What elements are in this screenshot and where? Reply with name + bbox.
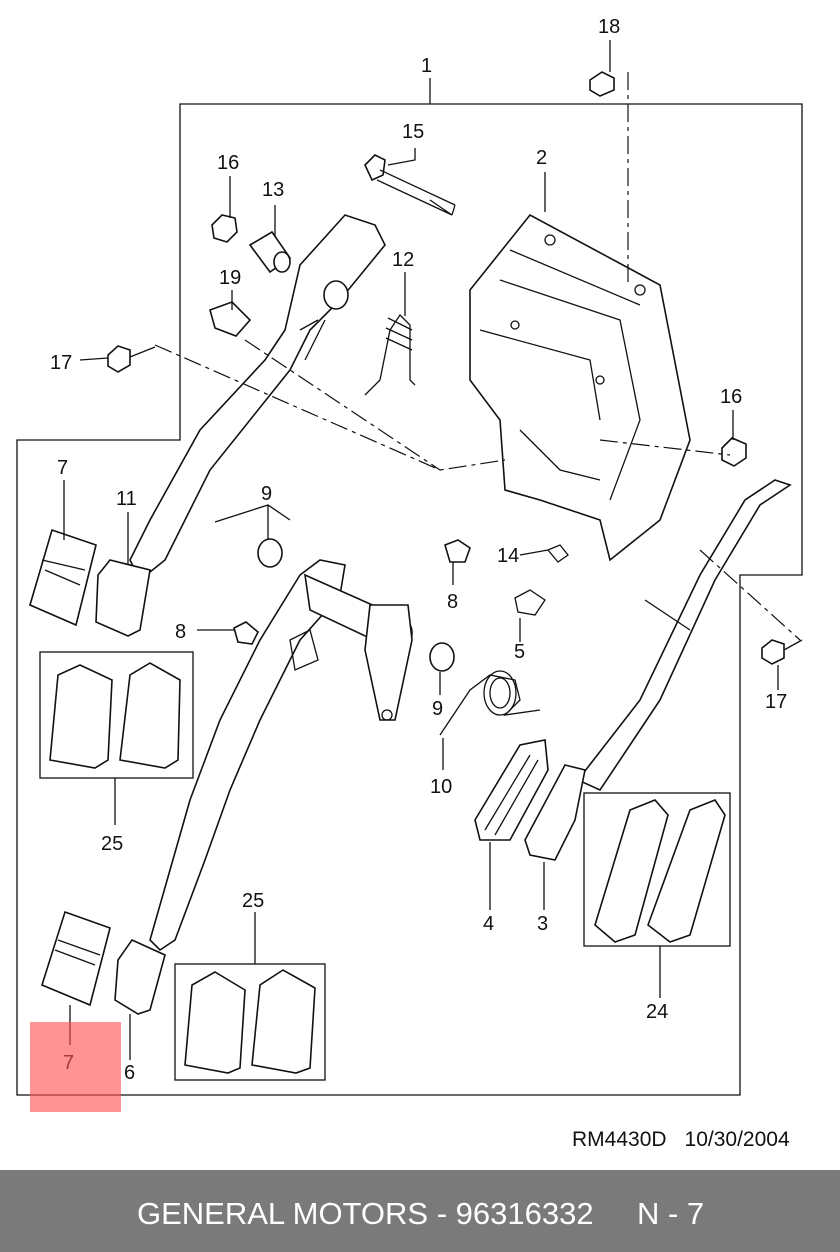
callout-7-upper: 7 xyxy=(57,457,68,479)
callout-17-right: 17 xyxy=(765,691,787,713)
drawing-date: 10/30/2004 xyxy=(684,1128,790,1151)
pad-set-24-frame xyxy=(583,792,731,947)
callout-5: 5 xyxy=(514,641,525,663)
callout-8-lower: 8 xyxy=(175,621,186,643)
drawing-reference: RM4430D 10/30/2004 xyxy=(572,1128,790,1152)
pad-set-24 xyxy=(594,799,726,943)
callout-24: 24 xyxy=(646,1001,668,1023)
callout-11: 11 xyxy=(116,488,137,510)
part-7-highlight xyxy=(30,1022,121,1112)
callout-10: 10 xyxy=(430,776,452,798)
callout-17-left: 17 xyxy=(50,352,72,374)
pedal-pad-7-lower xyxy=(41,910,111,1007)
brake-pedal xyxy=(114,559,413,1015)
small-parts xyxy=(107,71,803,736)
callout-2: 2 xyxy=(536,147,547,169)
drawing-code: RM4430D xyxy=(572,1128,667,1151)
assembly-line-c xyxy=(699,549,801,641)
callout-25-lower: 25 xyxy=(242,890,264,912)
callout-13: 13 xyxy=(262,179,284,201)
callout-6: 6 xyxy=(124,1062,135,1084)
leader-lines xyxy=(63,40,779,1060)
pad-set-25-lower-frame xyxy=(174,963,326,1081)
callout-1: 1 xyxy=(421,55,432,77)
callout-9-lower: 9 xyxy=(432,698,443,720)
pedal-bracket xyxy=(469,213,691,562)
callout-9-upper: 9 xyxy=(261,483,272,505)
pedal-assembly-diagram: 1 2 3 4 5 6 7 7 8 8 9 9 10 11 12 13 14 1… xyxy=(16,16,803,1096)
pedal-pad-7-upper xyxy=(29,528,97,627)
bolt-15 xyxy=(364,154,456,216)
callout-12: 12 xyxy=(392,249,414,271)
callout-labels: 1 2 3 4 5 6 7 7 8 8 9 9 10 11 12 13 14 1… xyxy=(50,16,787,1084)
clutch-pedal xyxy=(95,214,386,637)
accelerator-pedal xyxy=(474,479,792,861)
footer-part-number: GENERAL MOTORS - 96316332 xyxy=(137,1196,594,1231)
pad-set-25-upper-frame xyxy=(39,651,194,779)
pad-set-25-upper xyxy=(49,662,181,769)
callout-25-upper: 25 xyxy=(101,833,123,855)
assembly-line-b xyxy=(244,339,441,471)
callout-18: 18 xyxy=(598,16,620,38)
footer-bar: GENERAL MOTORS - 96316332 N - 7 xyxy=(0,1170,840,1252)
callout-16-right: 16 xyxy=(720,386,742,408)
assembly-line-e xyxy=(599,439,731,456)
pad-set-25-lower xyxy=(184,969,316,1074)
callout-15: 15 xyxy=(402,121,424,143)
assembly-outline xyxy=(16,103,803,1096)
callout-3: 3 xyxy=(537,913,548,935)
callout-4: 4 xyxy=(483,913,494,935)
callout-14: 14 xyxy=(497,545,519,567)
callout-16-upper: 16 xyxy=(217,152,239,174)
callout-8-upper: 8 xyxy=(447,591,458,613)
callout-19: 19 xyxy=(219,267,241,289)
footer-page: N - 7 xyxy=(637,1196,705,1231)
